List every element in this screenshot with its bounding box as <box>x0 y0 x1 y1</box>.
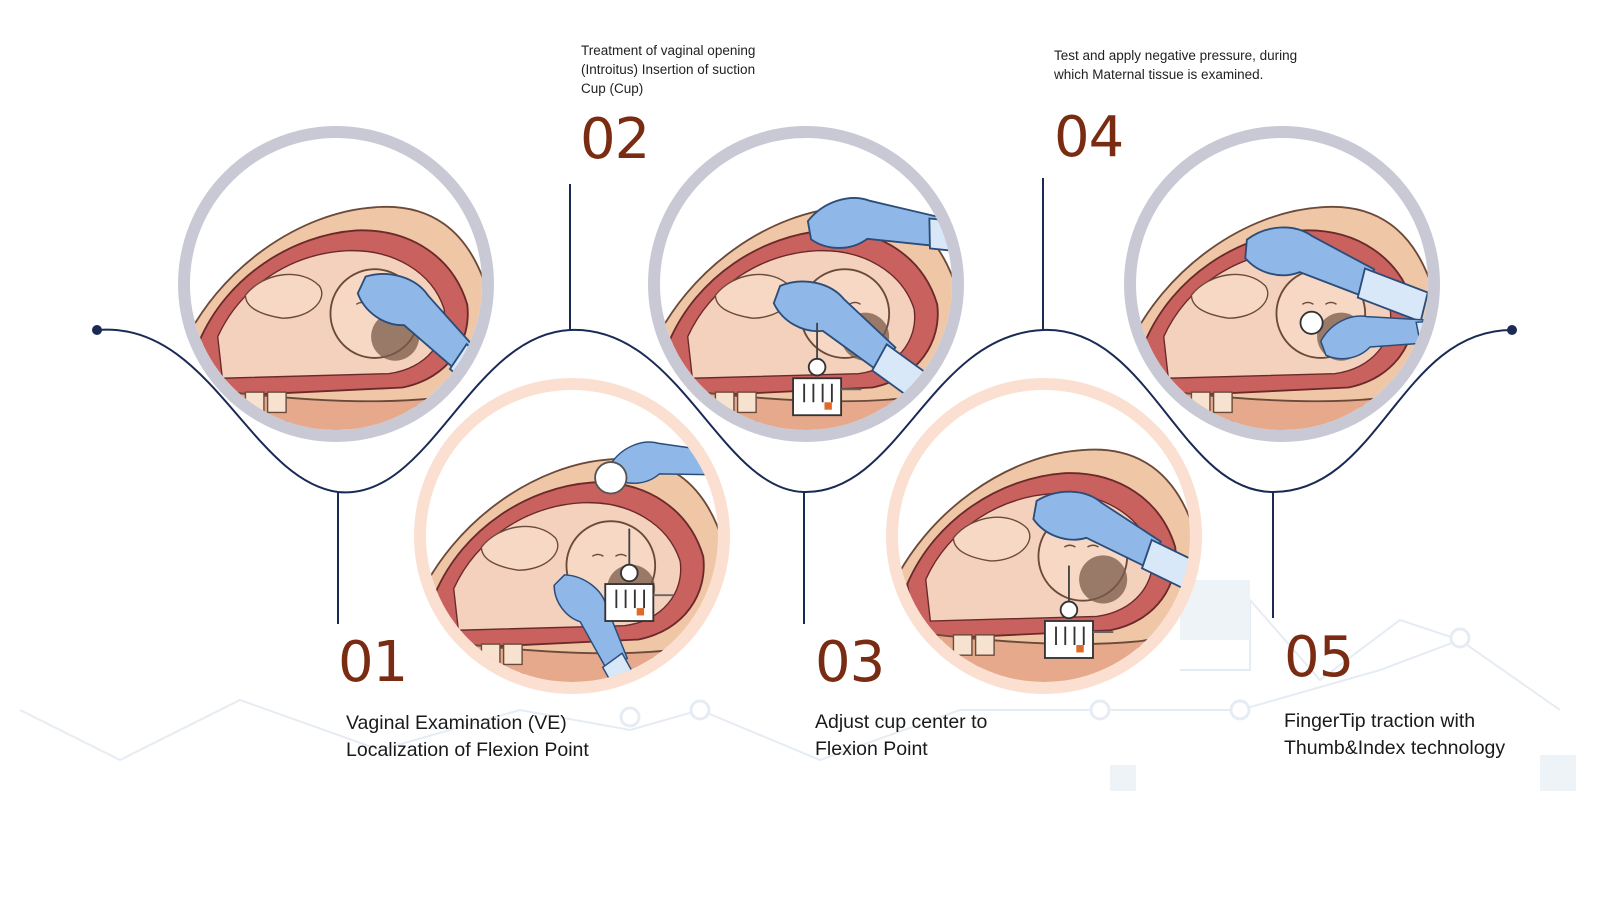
step-number-02: 02 <box>580 107 650 172</box>
bottom-blank-area <box>0 805 1600 900</box>
step-number-04: 04 <box>1054 105 1124 170</box>
caption-line: FingerTip traction with <box>1284 710 1476 732</box>
step-caption-02: Treatment of vaginal opening (Introitus)… <box>581 41 811 98</box>
caption-line: Test and apply negative pressure, during <box>1054 48 1298 63</box>
step-caption-04: Test and apply negative pressure, during… <box>1054 46 1334 84</box>
step-caption-05: FingerTip traction with Thumb&Index tech… <box>1284 708 1505 762</box>
caption-line: which Maternal tissue is examined. <box>1054 67 1264 82</box>
caption-line: Localization of Flexion Point <box>346 739 589 761</box>
caption-line: Vaginal Examination (VE) <box>346 712 567 734</box>
step-caption-03: Adjust cup center to Flexion Point <box>815 709 987 763</box>
step-number-05: 05 <box>1284 625 1354 690</box>
caption-line: Flexion Point <box>815 738 928 760</box>
caption-line: Thumb&Index technology <box>1284 737 1506 759</box>
step-number-03: 03 <box>815 630 885 695</box>
timeline-start-dot <box>92 325 102 335</box>
caption-line: Cup (Cup) <box>581 81 644 96</box>
step-caption-01: Vaginal Examination (VE) Localization of… <box>346 710 589 764</box>
timeline-end-dot <box>1507 325 1517 335</box>
illustration-circle-05 <box>1124 126 1440 442</box>
caption-line: Treatment of vaginal opening <box>581 43 756 58</box>
step-number-01: 01 <box>338 630 408 695</box>
caption-line: Adjust cup center to <box>815 711 988 733</box>
caption-line: (Introitus) Insertion of suction <box>581 62 756 77</box>
